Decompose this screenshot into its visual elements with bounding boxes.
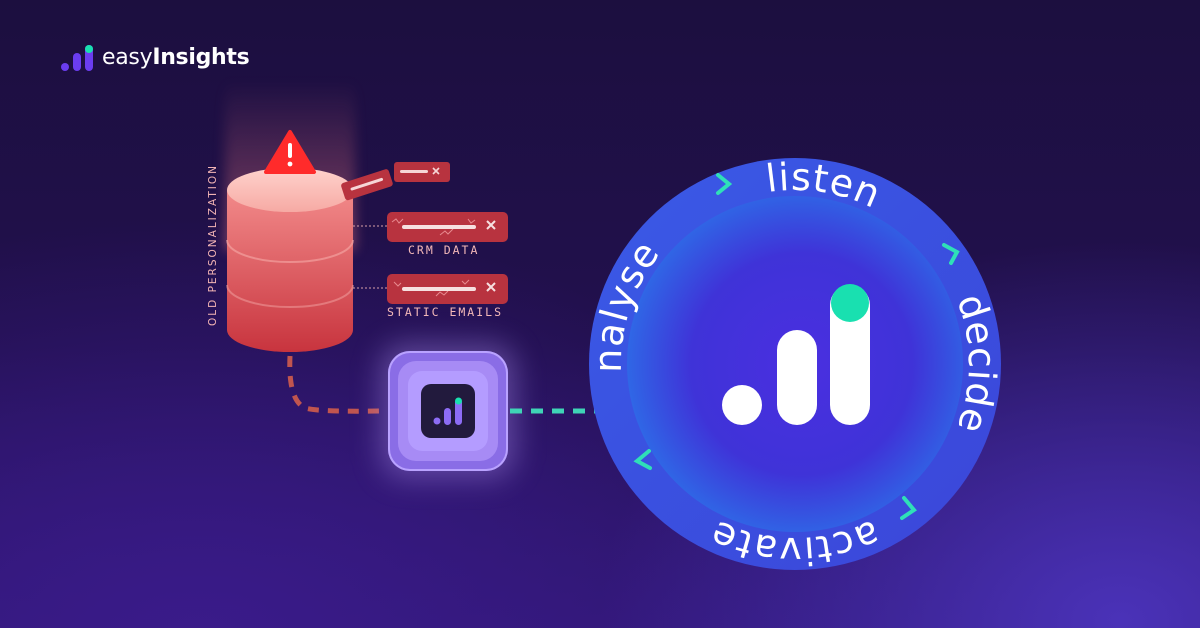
bar-chart-logo-icon bbox=[61, 45, 93, 71]
database-cylinder bbox=[226, 168, 354, 352]
brand-name-suffix: Insights bbox=[152, 44, 250, 70]
crm-data-tag bbox=[387, 212, 508, 242]
old-personalization-label: OLD PERSONALIZATION bbox=[207, 164, 219, 326]
brand-name-prefix: easy bbox=[102, 44, 153, 70]
close-icon bbox=[486, 220, 496, 230]
crm-data-label: CRM DATA bbox=[408, 243, 480, 257]
static-emails-label: STATIC EMAILS bbox=[387, 305, 504, 319]
warning-triangle-icon bbox=[264, 130, 316, 174]
modern-connector bbox=[510, 408, 596, 414]
brand-logo: easyInsights bbox=[60, 40, 250, 74]
database-diagram bbox=[226, 130, 508, 414]
chevron-right-icon bbox=[633, 173, 960, 520]
brand-name: easyInsights bbox=[102, 44, 250, 70]
close-icon bbox=[486, 282, 496, 292]
app-icon-square bbox=[421, 384, 475, 438]
legacy-connector bbox=[287, 355, 381, 414]
bar-chart-logo-icon bbox=[433, 397, 462, 425]
bar-chart-logo-icon bbox=[722, 284, 870, 425]
broken-tag bbox=[341, 162, 450, 201]
static-emails-tag bbox=[387, 274, 508, 304]
insights-cycle: listen decide activate analyse bbox=[560, 140, 1003, 573]
